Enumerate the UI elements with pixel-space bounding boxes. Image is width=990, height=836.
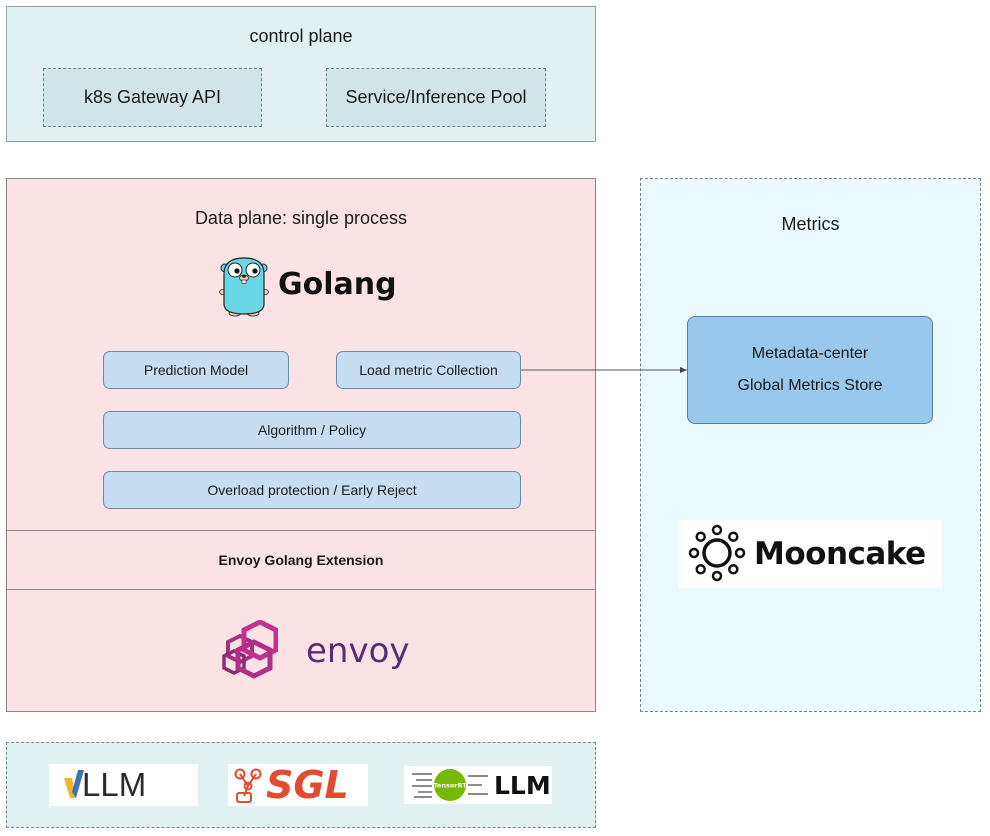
envoy-hexagon-icon: [222, 620, 278, 679]
envoy-golang-extension-label: Envoy Golang Extension: [218, 552, 384, 568]
tensorrt-chip-icon: TensorRT: [412, 769, 488, 801]
metrics-panel: [640, 178, 981, 712]
load-metric-collection-box: Load metric Collection: [336, 351, 521, 389]
golang-logo-text: Golang: [278, 266, 397, 302]
overload-protection-box: Overload protection / Early Reject: [103, 471, 521, 509]
mooncake-logo: [679, 520, 942, 588]
tensorrt-llm-logo-text: LLM: [494, 770, 551, 800]
vllm-logo-text: LLM: [82, 766, 147, 803]
k8s-gateway-api-box: k8s Gateway API: [43, 68, 262, 127]
algorithm-policy-box: Algorithm / Policy: [103, 411, 521, 449]
gopher-mascot-icon: [219, 257, 269, 317]
inference-pool-box: Service/Inference Pool: [326, 68, 546, 127]
vllm-logo: [49, 764, 198, 806]
global-metrics-store-label: Global Metrics Store: [737, 377, 883, 394]
divider: [6, 530, 596, 531]
vllm-v-icon: [64, 770, 84, 798]
sgl-logo-text: SGL: [266, 763, 349, 807]
prediction-model-box: Prediction Model: [103, 351, 289, 389]
control-plane-title: control plane: [249, 25, 353, 46]
mooncake-logo-text: Mooncake: [754, 536, 926, 572]
envoy-logo-text: envoy: [306, 631, 410, 671]
divider: [6, 589, 596, 590]
metadata-center-label: Metadata-center: [751, 345, 869, 362]
data-plane-title: Data plane: single process: [194, 207, 408, 228]
tensorrt-icon-label: TensorRT: [433, 782, 467, 790]
metrics-title: Metrics: [781, 213, 840, 234]
metadata-center-box: Metadata-center Global Metrics Store: [687, 316, 933, 424]
mooncake-ring-icon: [688, 524, 746, 582]
sgl-graph-icon: [234, 768, 262, 803]
